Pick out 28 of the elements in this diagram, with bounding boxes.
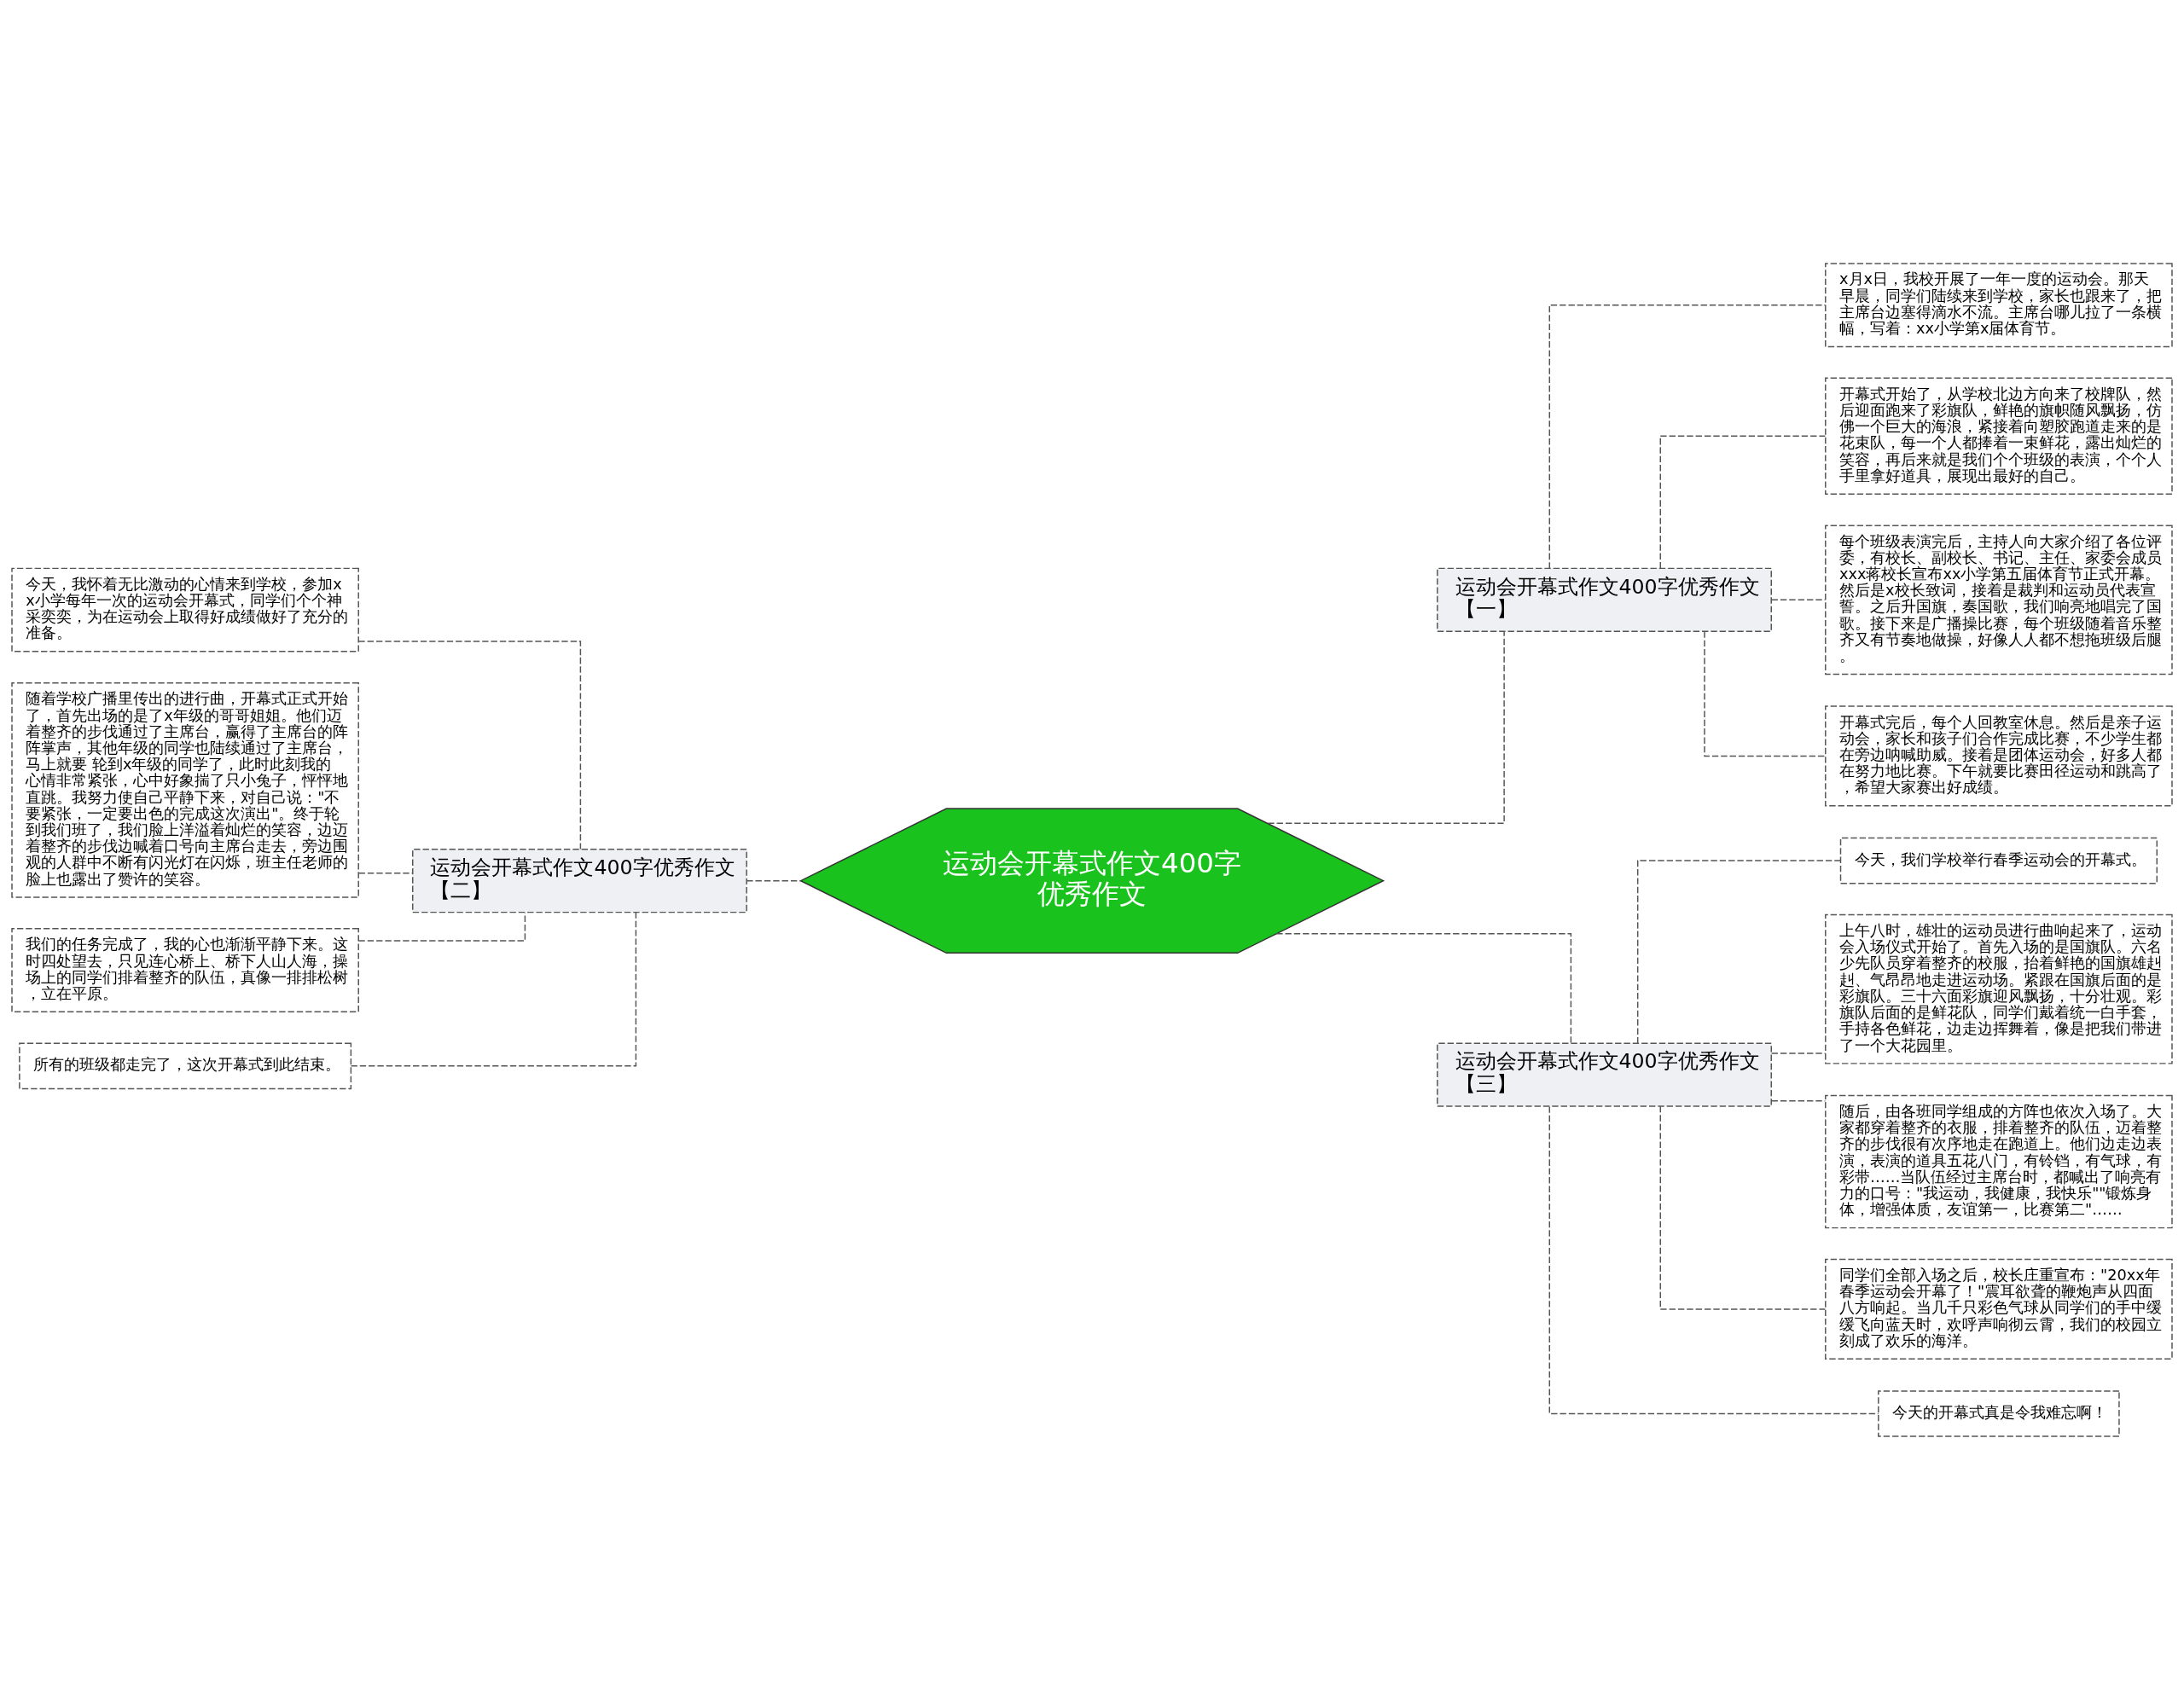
node-box: 随着学校广播里传出的进行曲，开幕式正式开始了，首先出场的是了x年级的哥哥姐姐。他们迈着整齐的步伐通过了主席台，赢得了主席台的阵阵掌声，其他年级的同学也陆续通过了主席台，马上就要 轮到x年级的同学了，此时此刻我的心情非常紧张，心中好象揣了只小兔子，怦怦地直跳。我努力使自己平静下来，对自己说："不要紧张，一定要出色的完成这次演出"。终于轮到我们班了，我们脸上洋溢着灿烂的笑容，边迈着整齐的步伐边喊着口号向主席台走去，旁边围观的人群中不断有闪光灯在闪烁，班主任老师的脸上也露出了赞许的笑容。 — [11, 681, 359, 898]
node-box: 开幕式完后，每个人回教室休息。然后是亲子运动会，家长和孩子们合作完成比赛，不少学生都在旁边呐喊助威。接着是团体运动会，好多人都在努力地比赛。下午就要比赛田径运动和跳高了，希望大家赛出好成绩。 — [1825, 705, 2173, 807]
connector — [1267, 630, 1505, 824]
node-box: 我们的任务完成了，我的心也渐渐平静下来。这时四处望去，只见连心桥上、桥下人山人海，操场上的同学们排着整齐的队伍，真像一排排松树，立在平原。 — [11, 927, 359, 1012]
node-box: 运动会开幕式作文400字优秀作文【一】 — [1437, 567, 1772, 632]
node-box: 同学们全部入场之后，校长庄重宣布："20xx年春季运动会开幕了！"震耳欲聋的鞭炮声从四面八方响起。当几千只彩色气球从同学们的手中缓缓飞向蓝天时，欢呼声响彻云霄，我们的校园立刻成了欢乐的海洋。 — [1825, 1258, 2173, 1360]
connector — [1548, 1105, 1879, 1414]
connector — [1275, 932, 1572, 1044]
connector — [1636, 859, 1841, 1044]
connector — [1548, 304, 1827, 569]
connector — [350, 911, 637, 1067]
connector — [357, 911, 526, 942]
node-box: 每个班级表演完后，主持人向大家介绍了各位评委，有校长、副校长、书记、主任、家委会成员xxx蒋校长宣布xx小学第五届体育节正式开幕。然后是x校长致词，接着是裁判和运动员代表宣誓。之后升国旗，奏国歌，我们响亮地唱完了国歌。接下来是广播操比赛，每个班级随着音乐整齐又有节奏地做操，好像人人都不想拖班级后腿。 — [1825, 524, 2173, 675]
node-box: 开幕式开始了，从学校北边方向来了校牌队，然后迎面跑来了彩旗队，鲜艳的旗帜随风飘扬，仿佛一个巨大的海浪，紧接着向塑胶跑道走来的是花束队，每一个人都捧着一束鲜花，露出灿烂的笑容，再后来就是我们个个班级的表演，个个人手里拿好道具，展现出最好的自己。 — [1825, 377, 2173, 495]
connector — [1704, 630, 1827, 757]
node-box: 运动会开幕式作文400字优秀作文【二】 — [412, 848, 747, 913]
node-box: 今天，我怀着无比激动的心情来到学校，参加xx小学每年一次的运动会开幕式，同学们个个神采奕奕，为在运动会上取得好成绩做好了充分的准备。 — [11, 567, 359, 652]
connector — [357, 640, 582, 850]
connector — [1659, 435, 1827, 569]
node-box: 所有的班级都走完了，这次开幕式到此结束。 — [19, 1042, 352, 1089]
connector — [1659, 1105, 1827, 1310]
connector — [746, 879, 802, 881]
node-box: 上午八时，雄壮的运动员进行曲响起来了，运动会入场仪式开始了。首先入场的是国旗队。六名少先队员穿着整齐的校服，抬着鲜艳的国旗雄赳赳、气昂昂地走进运动场。紧跟在国旗后面的是彩旗队。三十六面彩旗迎风飘扬，十分壮观。彩旗队后面的是鲜花队，同学们戴着统一白手套，手持各色鲜花，边走边挥舞着，像是把我们带进了一个大花园里。 — [1825, 913, 2173, 1064]
node-box: 随后，由各班同学组成的方阵也依次入场了。大家都穿着整齐的衣服，排着整齐的队伍，迈着整齐的步伐很有次序地走在跑道上。他们边走边表演，表演的道具五花八门，有铃铛，有气球，有彩带……当队伍经过主席台时，都喊出了响亮有力的口号："我运动，我健康，我快乐""锻炼身体，增强体质，友谊第一，比赛第二"…… — [1825, 1094, 2173, 1228]
node-box: 运动会开幕式作文400字优秀作文【三】 — [1437, 1042, 1772, 1107]
node-box: 今天，我们学校举行春季运动会的开幕式。 — [1839, 837, 2158, 884]
node-box: x月x日，我校开展了一年一度的运动会。那天早晨，同学们陆续来到学校，家长也跟来了，把主席台边塞得滴水不流。主席台哪儿拉了一条横幅，写着：xx小学第x届体育节。 — [1825, 262, 2173, 347]
node-box: 今天的开幕式真是令我难忘啊！ — [1878, 1389, 2120, 1437]
